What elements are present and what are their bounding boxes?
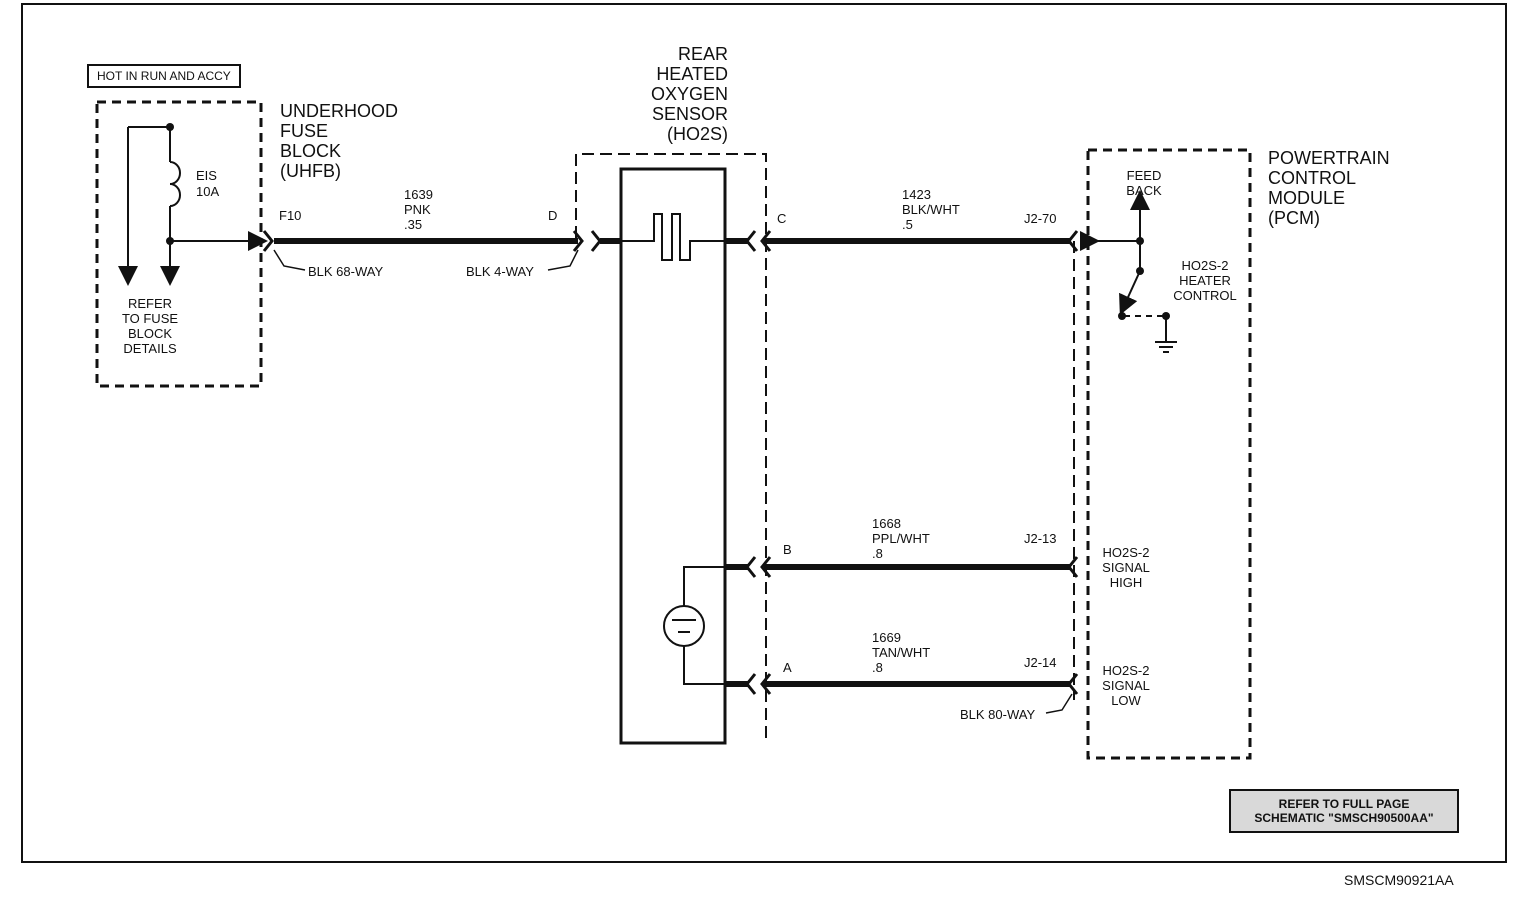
- ground-contact: [1162, 312, 1170, 320]
- sensor-pin-connectors: [724, 230, 772, 695]
- wire-1423-label: 1423 BLK/WHT .5: [902, 187, 960, 232]
- pcm-heater-circuit: [1080, 190, 1177, 353]
- pcm-pin-j2-14: J2-14: [1024, 655, 1057, 670]
- terminal-f10: F10: [279, 208, 302, 223]
- fuse-name: EIS: [196, 168, 217, 183]
- connector-d-female: [590, 230, 602, 252]
- full-page-schematic-reference: REFER TO FULL PAGE SCHEMATIC "SMSCH90500…: [1229, 789, 1459, 833]
- pcm-signal-high-label: HO2S-2 SIGNAL HIGH: [1102, 545, 1150, 590]
- refer-fuse-block-details: REFER TO FUSE BLOCK DETAILS: [121, 296, 179, 356]
- pcm-title: POWERTRAIN CONTROL MODULE (PCM): [1268, 148, 1390, 228]
- leader-blk-4: [547, 249, 579, 271]
- connector-blk-80-way: BLK 80-WAY: [960, 707, 1036, 722]
- hot-in-run-label: HOT IN RUN AND ACCY: [87, 64, 241, 88]
- pcm-heater-control-label: HO2S-2 HEATER CONTROL: [1173, 258, 1237, 303]
- connector-f10: [262, 230, 274, 252]
- pcm-pin-j2-13: J2-13: [1024, 531, 1057, 546]
- switch-pivot: [1136, 267, 1144, 275]
- pcm-feedback-label: FEED BACK: [1126, 168, 1162, 198]
- wire-1669-label: 1669 TAN/WHT .8: [872, 630, 931, 675]
- sensor-pin-c: C: [777, 211, 787, 226]
- sensor-pin-b: B: [783, 542, 792, 557]
- sensor-body: [619, 167, 727, 745]
- fuse-circuit: [118, 126, 268, 286]
- fuse-junction-bottom: [166, 237, 174, 245]
- wire-1639-label: 1639 PNK .35: [404, 187, 433, 232]
- sensor-connector-outline: [575, 153, 767, 740]
- switch-contact: [1118, 312, 1126, 320]
- pcm-pin-j2-70: J2-70: [1024, 211, 1057, 226]
- figure-id: SMSCM90921AA: [1344, 872, 1454, 888]
- fuse-block-title: UNDERHOOD FUSE BLOCK (UHFB): [280, 101, 399, 181]
- pcm-junction: [1136, 237, 1144, 245]
- pcm-signal-low-label: HO2S-2 SIGNAL LOW: [1102, 663, 1150, 708]
- sensor-pin-a: A: [783, 660, 792, 675]
- connector-blk-68-way: BLK 68-WAY: [308, 264, 384, 279]
- sensor-pin-d: D: [548, 208, 558, 223]
- leader-blk-68: [273, 249, 306, 271]
- wire-1668-label: 1668 PPL/WHT .8: [872, 516, 930, 561]
- heater-element: [622, 213, 724, 261]
- connector-blk-4-way: BLK 4-WAY: [466, 264, 534, 279]
- fuse-rating: 10A: [196, 184, 220, 199]
- diagram-frame: [21, 3, 1507, 863]
- sensor-title: REAR HEATED OXYGEN SENSOR (HO2S): [650, 44, 728, 144]
- sensor-cell-icon: [663, 605, 705, 647]
- leader-blk-80: [1045, 693, 1073, 714]
- fuse-junction-top: [166, 123, 174, 131]
- pcm-box: [1086, 148, 1252, 760]
